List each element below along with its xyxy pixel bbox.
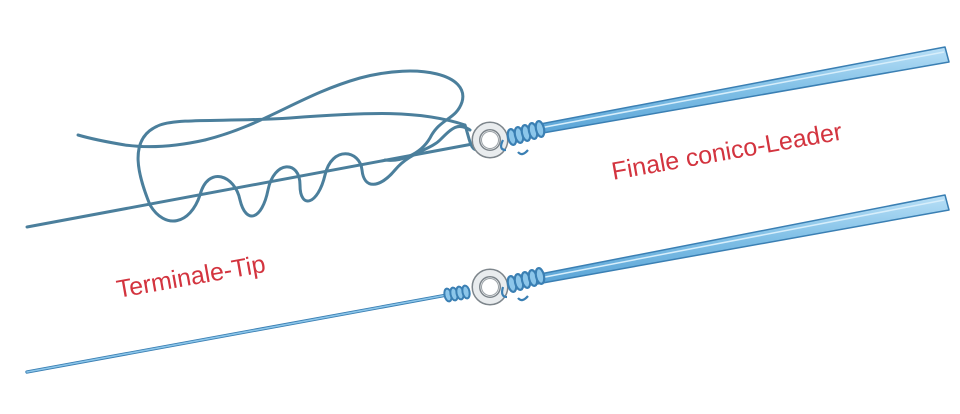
tippet-ring-icon xyxy=(471,121,509,159)
tippet-ring-icon xyxy=(471,268,509,306)
leader-knot-top xyxy=(499,120,546,156)
leader-line-top xyxy=(534,46,950,135)
knot-loop-top xyxy=(136,69,482,207)
leader-knot-bottom xyxy=(501,267,546,302)
tippet-line-bottom xyxy=(25,293,449,374)
tag-end-top xyxy=(76,133,207,149)
knot-wraps-top xyxy=(148,124,472,223)
leader-line-bottom xyxy=(534,194,950,285)
tippet-knot-bottom xyxy=(443,284,471,303)
